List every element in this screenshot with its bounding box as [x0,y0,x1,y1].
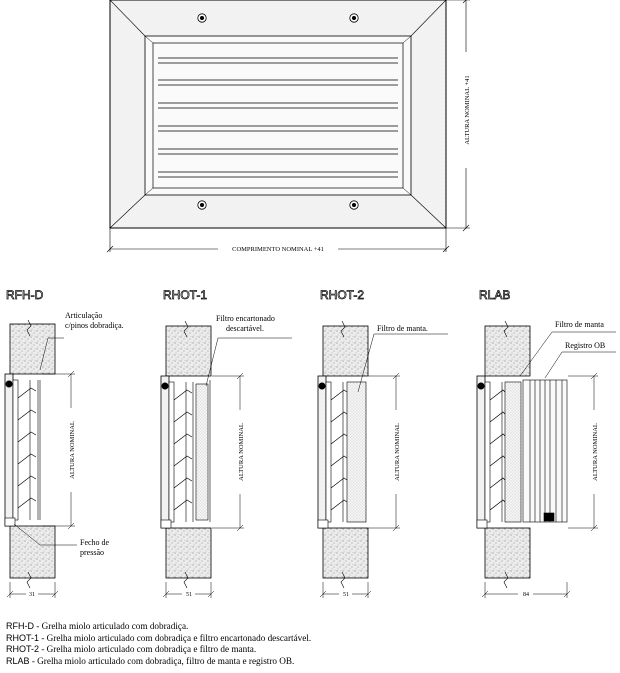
legend-code: RFH-D [6,621,34,631]
note-descartavel: descartável. [226,324,264,333]
hinge-pin-icon [318,382,326,390]
note-filtro-encartonado: Filtro encartonado [216,314,275,323]
legend-text: - Grelha miolo articulado com dobradiça,… [29,655,295,666]
filter-media [504,381,522,523]
section-rfh-d: ALTURA NOMINAL 31 Articulação c/pinos do… [4,311,124,598]
front-inner-frame [144,35,412,196]
legend-code: RHOT-2 [6,644,40,655]
front-width-label: COMPRIMENTO NOMINAL +41 [232,246,324,253]
front-width-dimension [106,228,450,253]
section-rhot-1: ALTURA NOMINAL 51 Filtro encartonado des… [160,314,292,598]
technical-drawing: ALTURA NOMINAL +41 COMPRIMENTO NOMINAL +… [4,0,616,598]
section-rhot-2: ALTURA NOMINAL 51 Filtro de manta. [317,320,448,598]
note-pressao: pressão [80,548,104,557]
note-registro-ob: Registro OB [565,341,605,350]
legend-code: RLAB [6,655,30,666]
note-filtro-manta: Filtro de manta. [377,324,428,333]
front-blades [158,57,398,178]
screw-icon [197,13,359,210]
section-width-dim: 31 [29,592,35,598]
section-width-dim: 51 [186,592,192,598]
section-rlab: ALTURA NOMINAL 84 Filtro de manta Regist… [476,320,616,598]
filter-cartridge [195,383,209,521]
hinge-pin-icon [477,382,485,390]
legend-item: RLAB - Grelha miolo articulado com dobra… [6,656,616,668]
section-title-rhot-2: RHOT-2 [320,288,364,302]
note-articulacao: Articulação [65,311,102,320]
legend-item: RFH-D - Grelha miolo articulado com dobr… [6,621,616,633]
hinge-pin-icon [161,382,169,390]
register-ob [522,379,568,523]
section-height-label: ALTURA NOMINAL [592,423,599,481]
note-fecho: Fecho de [80,538,110,547]
section-width-dim: 84 [523,592,529,598]
filter-media [346,381,367,523]
legend-item: RHOT-2 - Grelha miolo articulado com dob… [6,644,616,656]
legend-text: - Grelha miolo articulado com dobradiça … [39,644,257,655]
section-title-rfh-d: RFH-D [6,288,44,302]
section-height-label: ALTURA NOMINAL [394,423,401,481]
front-view: ALTURA NOMINAL +41 COMPRIMENTO NOMINAL +… [106,0,471,253]
legend-item: RHOT-1 - Grelha miolo articulado com dob… [6,633,616,645]
section-title-rlab: RLAB [479,288,510,302]
hinge-pin-icon [5,380,13,388]
legend-text: - Grelha miolo articulado com dobradiça … [39,632,312,643]
section-width-dim: 51 [343,592,349,598]
note-filtro-manta-rlab: Filtro de manta [555,320,604,329]
legend-code: RHOT-1 [6,632,40,643]
legend: RFH-D - Grelha miolo articulado com dobr… [6,621,616,667]
legend-text: - Grelha miolo articulado com dobradiça. [34,621,189,631]
section-height-label: ALTURA NOMINAL [238,423,245,481]
front-height-dimension [446,0,470,232]
section-title-rhot-1: RHOT-1 [163,288,207,302]
note-pinos: c/pinos dobradiça. [65,321,124,330]
section-height-label: ALTURA NOMINAL [69,421,76,479]
front-height-label: ALTURA NOMINAL +41 [464,75,471,144]
